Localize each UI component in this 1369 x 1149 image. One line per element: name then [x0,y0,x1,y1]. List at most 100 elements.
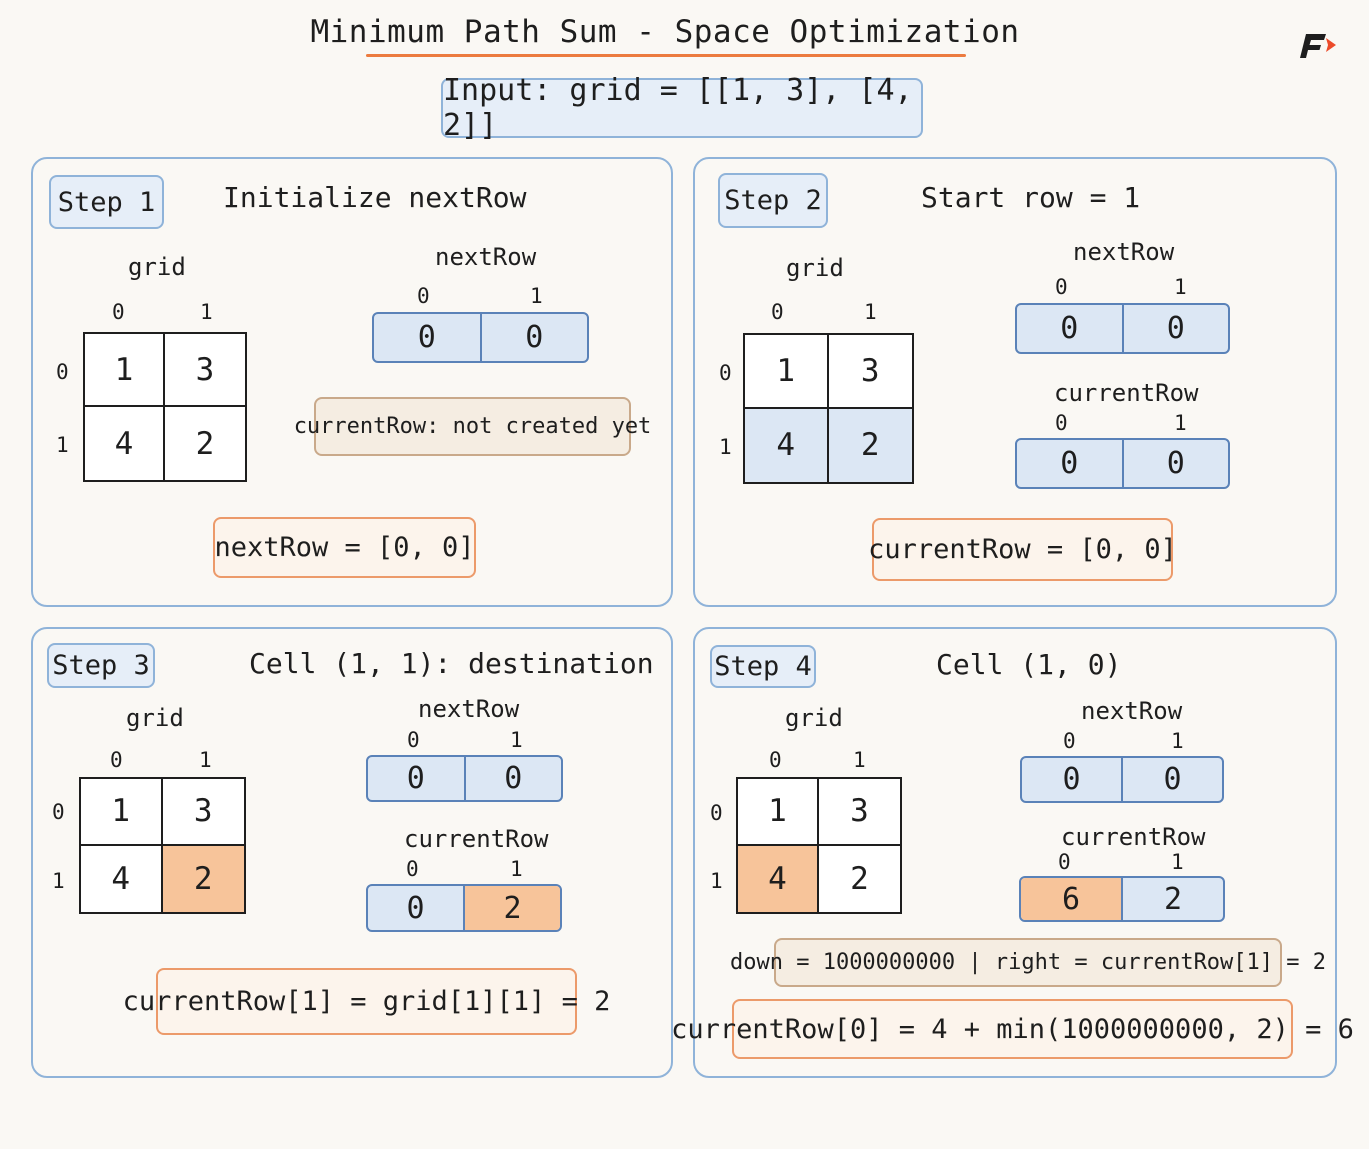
next-row-index: 1 [1174,275,1187,299]
grid-cell-active: 2 [162,845,244,912]
current-row-index: 1 [1171,850,1184,874]
grid-matrix: 1 3 4 2 [79,777,246,914]
current-row-index: 1 [1174,411,1187,435]
grid-row-index: 1 [52,869,65,893]
array-cell-active: 2 [465,886,560,930]
next-row-index: 1 [1171,729,1184,753]
grid-col-index: 1 [853,748,866,772]
grid-label: grid [785,704,843,732]
grid-col-index: 0 [769,748,782,772]
array-cell: 0 [1166,311,1185,346]
grid-cell: 4 [85,407,165,480]
next-row-index: 0 [1055,275,1068,299]
title-underline [366,54,966,57]
array-cell: 0 [368,757,466,800]
next-row-index: 1 [530,284,543,308]
brand-f-logo-icon [1300,34,1336,58]
grid-label: grid [128,253,186,281]
grid-cell-active: 4 [738,845,819,912]
array-cell: 2 [1163,881,1183,917]
formula-box: currentRow[1] = grid[1][1] = 2 [123,968,610,1035]
grid-col-index: 1 [200,300,213,324]
current-row-index: 0 [1055,411,1068,435]
grid-cell: 3 [819,779,900,846]
next-row-label: nextRow [1073,238,1175,266]
step-2-badge: Step 2 [718,173,828,228]
array-cell: 0 [368,886,465,930]
grid-label: grid [126,704,184,732]
current-row-array: 0 0 [1015,438,1230,489]
status-note: down = 1000000000 | right = currentRow[1… [730,938,1326,987]
array-cell: 0 [525,320,544,355]
grid-cell: 2 [850,860,869,897]
grid-cell: 1 [85,334,165,407]
current-row-array: 6 2 [1019,876,1225,922]
grid-cell: 1 [738,779,819,846]
grid-matrix: 1 3 4 2 [736,777,902,914]
step-2-heading: Start row = 1 [921,181,1141,214]
grid-cell: 1 [745,335,829,409]
status-note: currentRow: not created yet [294,397,651,456]
grid-row-index: 0 [719,361,732,385]
next-row-index: 0 [1063,729,1076,753]
formula-box: nextRow = [0, 0] [213,517,476,578]
current-row-label: currentRow [404,825,549,853]
step-3-heading: Cell (1, 1): destination [249,647,654,680]
grid-cell: 4 [81,845,163,912]
step-4-badge: Step 4 [710,645,816,688]
grid-row-index: 1 [56,433,69,457]
next-row-array: 0 0 [366,755,563,802]
next-row-array: 0 0 [372,312,589,363]
current-row-label: currentRow [1061,823,1206,851]
grid-col-index: 1 [199,748,212,772]
grid-matrix: 1 3 4 2 [743,333,914,484]
grid-matrix: 1 3 4 2 [83,332,247,482]
current-row-index: 1 [510,857,523,881]
step-1-badge: Step 1 [49,175,164,229]
grid-label: grid [786,254,844,282]
page-title: Minimum Path Sum - Space Optimization [310,14,1020,50]
current-row-array: 0 2 [366,884,562,932]
array-cell: 0 [1166,446,1185,481]
array-cell: 0 [374,314,482,361]
array-cell: 0 [504,761,523,796]
grid-col-index: 0 [112,300,125,324]
current-row-index: 0 [1058,850,1071,874]
next-row-label: nextRow [418,695,520,723]
next-row-label: nextRow [435,243,537,271]
grid-cell: 3 [162,779,244,846]
grid-row-index: 0 [710,801,723,825]
grid-cell-highlighted: 4 [745,408,829,482]
formula-box: currentRow = [0, 0] [868,518,1177,581]
grid-cell-highlighted: 2 [828,408,912,482]
step-3-badge: Step 3 [47,643,155,688]
next-row-index: 1 [510,728,523,752]
grid-col-index: 0 [771,300,784,324]
grid-cell: 3 [828,335,912,409]
grid-cell: 2 [195,425,215,462]
step-4-heading: Cell (1, 0) [936,648,1122,681]
grid-col-index: 1 [864,300,877,324]
next-row-label: nextRow [1081,697,1183,725]
next-row-index: 0 [417,284,430,308]
array-cell: 0 [1022,758,1123,801]
input-box: Input: grid = [[1, 3], [4, 2]] [441,73,923,143]
array-cell: 0 [1017,305,1124,352]
step-1-heading: Initialize nextRow [223,181,527,214]
next-row-array: 0 0 [1020,756,1224,803]
grid-cell: 3 [165,334,245,407]
formula-box: currentRow[0] = 4 + min(1000000000, 2) =… [671,999,1354,1059]
grid-row-index: 0 [52,800,65,824]
grid-cell: 1 [81,779,163,846]
next-row-array: 0 0 [1015,303,1230,354]
grid-row-index: 1 [719,435,732,459]
next-row-index: 0 [407,728,420,752]
array-cell-active: 6 [1021,878,1123,920]
grid-row-index: 1 [710,869,723,893]
grid-row-index: 0 [56,360,69,384]
array-cell: 0 [1017,440,1124,487]
current-row-index: 0 [406,857,419,881]
current-row-label: currentRow [1054,379,1199,407]
grid-col-index: 0 [110,748,123,772]
array-cell: 0 [1163,762,1182,797]
